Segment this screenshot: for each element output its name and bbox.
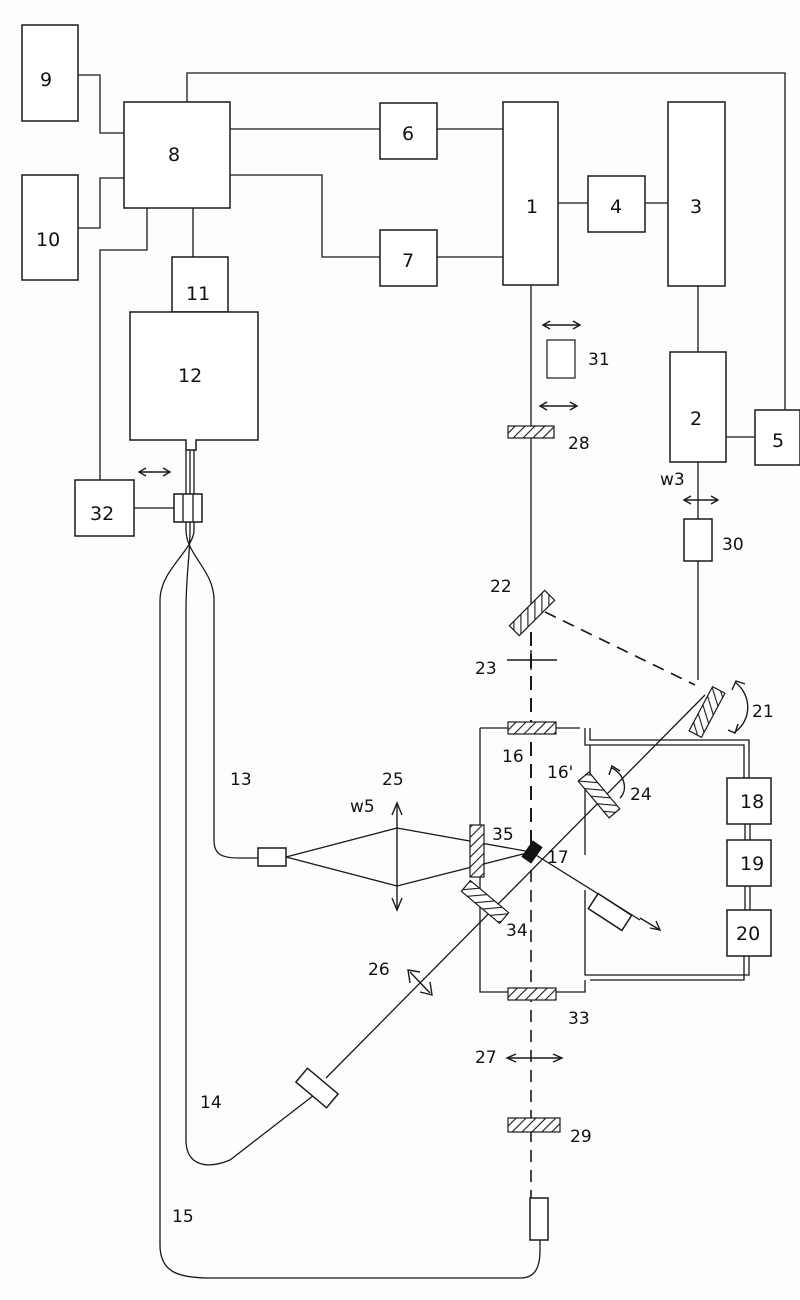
label-32: 32 <box>90 503 114 525</box>
box-3 <box>668 102 725 286</box>
label-20: 20 <box>736 923 760 945</box>
label-2: 2 <box>690 408 702 430</box>
side-port <box>588 894 631 931</box>
label-28: 28 <box>568 434 590 454</box>
label-5: 5 <box>772 430 784 452</box>
label-12: 12 <box>178 365 202 387</box>
optical-fibers <box>160 450 712 1278</box>
fiber-end-30 <box>684 519 712 561</box>
fiber-end-13 <box>258 848 286 866</box>
label-30: 30 <box>722 535 744 555</box>
label-6: 6 <box>402 123 414 145</box>
label-w5: w5 <box>350 797 375 817</box>
label-35: 35 <box>492 825 514 845</box>
label-15: 15 <box>172 1207 194 1227</box>
label-16b: 16' <box>547 763 573 783</box>
label-1: 1 <box>526 196 538 218</box>
label-16: 16 <box>502 747 524 767</box>
window-16 <box>508 722 556 734</box>
component-boxes <box>22 25 800 956</box>
label-27: 27 <box>475 1048 497 1068</box>
element-35 <box>470 825 484 877</box>
box-1 <box>503 102 558 285</box>
label-34: 34 <box>506 921 528 941</box>
label-8: 8 <box>168 144 180 166</box>
box-10 <box>22 175 78 280</box>
label-w3: w3 <box>660 470 685 490</box>
label-23: 23 <box>475 659 497 679</box>
fiber-end-15 <box>530 1198 548 1240</box>
label-4: 4 <box>610 196 622 218</box>
label-22: 22 <box>490 577 512 597</box>
label-24: 24 <box>630 785 652 805</box>
element-29 <box>508 1118 560 1132</box>
label-29: 29 <box>570 1127 592 1147</box>
label-17: 17 <box>547 848 569 868</box>
mirror-21 <box>689 687 725 738</box>
element-28 <box>508 426 554 438</box>
label-19: 19 <box>740 853 764 875</box>
label-9: 9 <box>40 69 52 91</box>
label-26: 26 <box>368 960 390 980</box>
label-21: 21 <box>752 702 774 722</box>
sample-17 <box>521 840 542 863</box>
label-7: 7 <box>402 250 414 272</box>
fiber-end-14 <box>296 1068 338 1108</box>
label-10: 10 <box>36 229 60 251</box>
label-31: 31 <box>588 350 610 370</box>
label-13: 13 <box>230 770 252 790</box>
box-2 <box>670 352 726 462</box>
label-18: 18 <box>740 791 764 813</box>
label-14: 14 <box>200 1093 222 1113</box>
element-31 <box>547 340 575 378</box>
label-3: 3 <box>690 196 702 218</box>
fiber-connector <box>174 494 202 522</box>
label-11: 11 <box>186 283 210 305</box>
label-33: 33 <box>568 1009 590 1029</box>
window-33 <box>508 988 556 1000</box>
label-25: 25 <box>382 770 404 790</box>
